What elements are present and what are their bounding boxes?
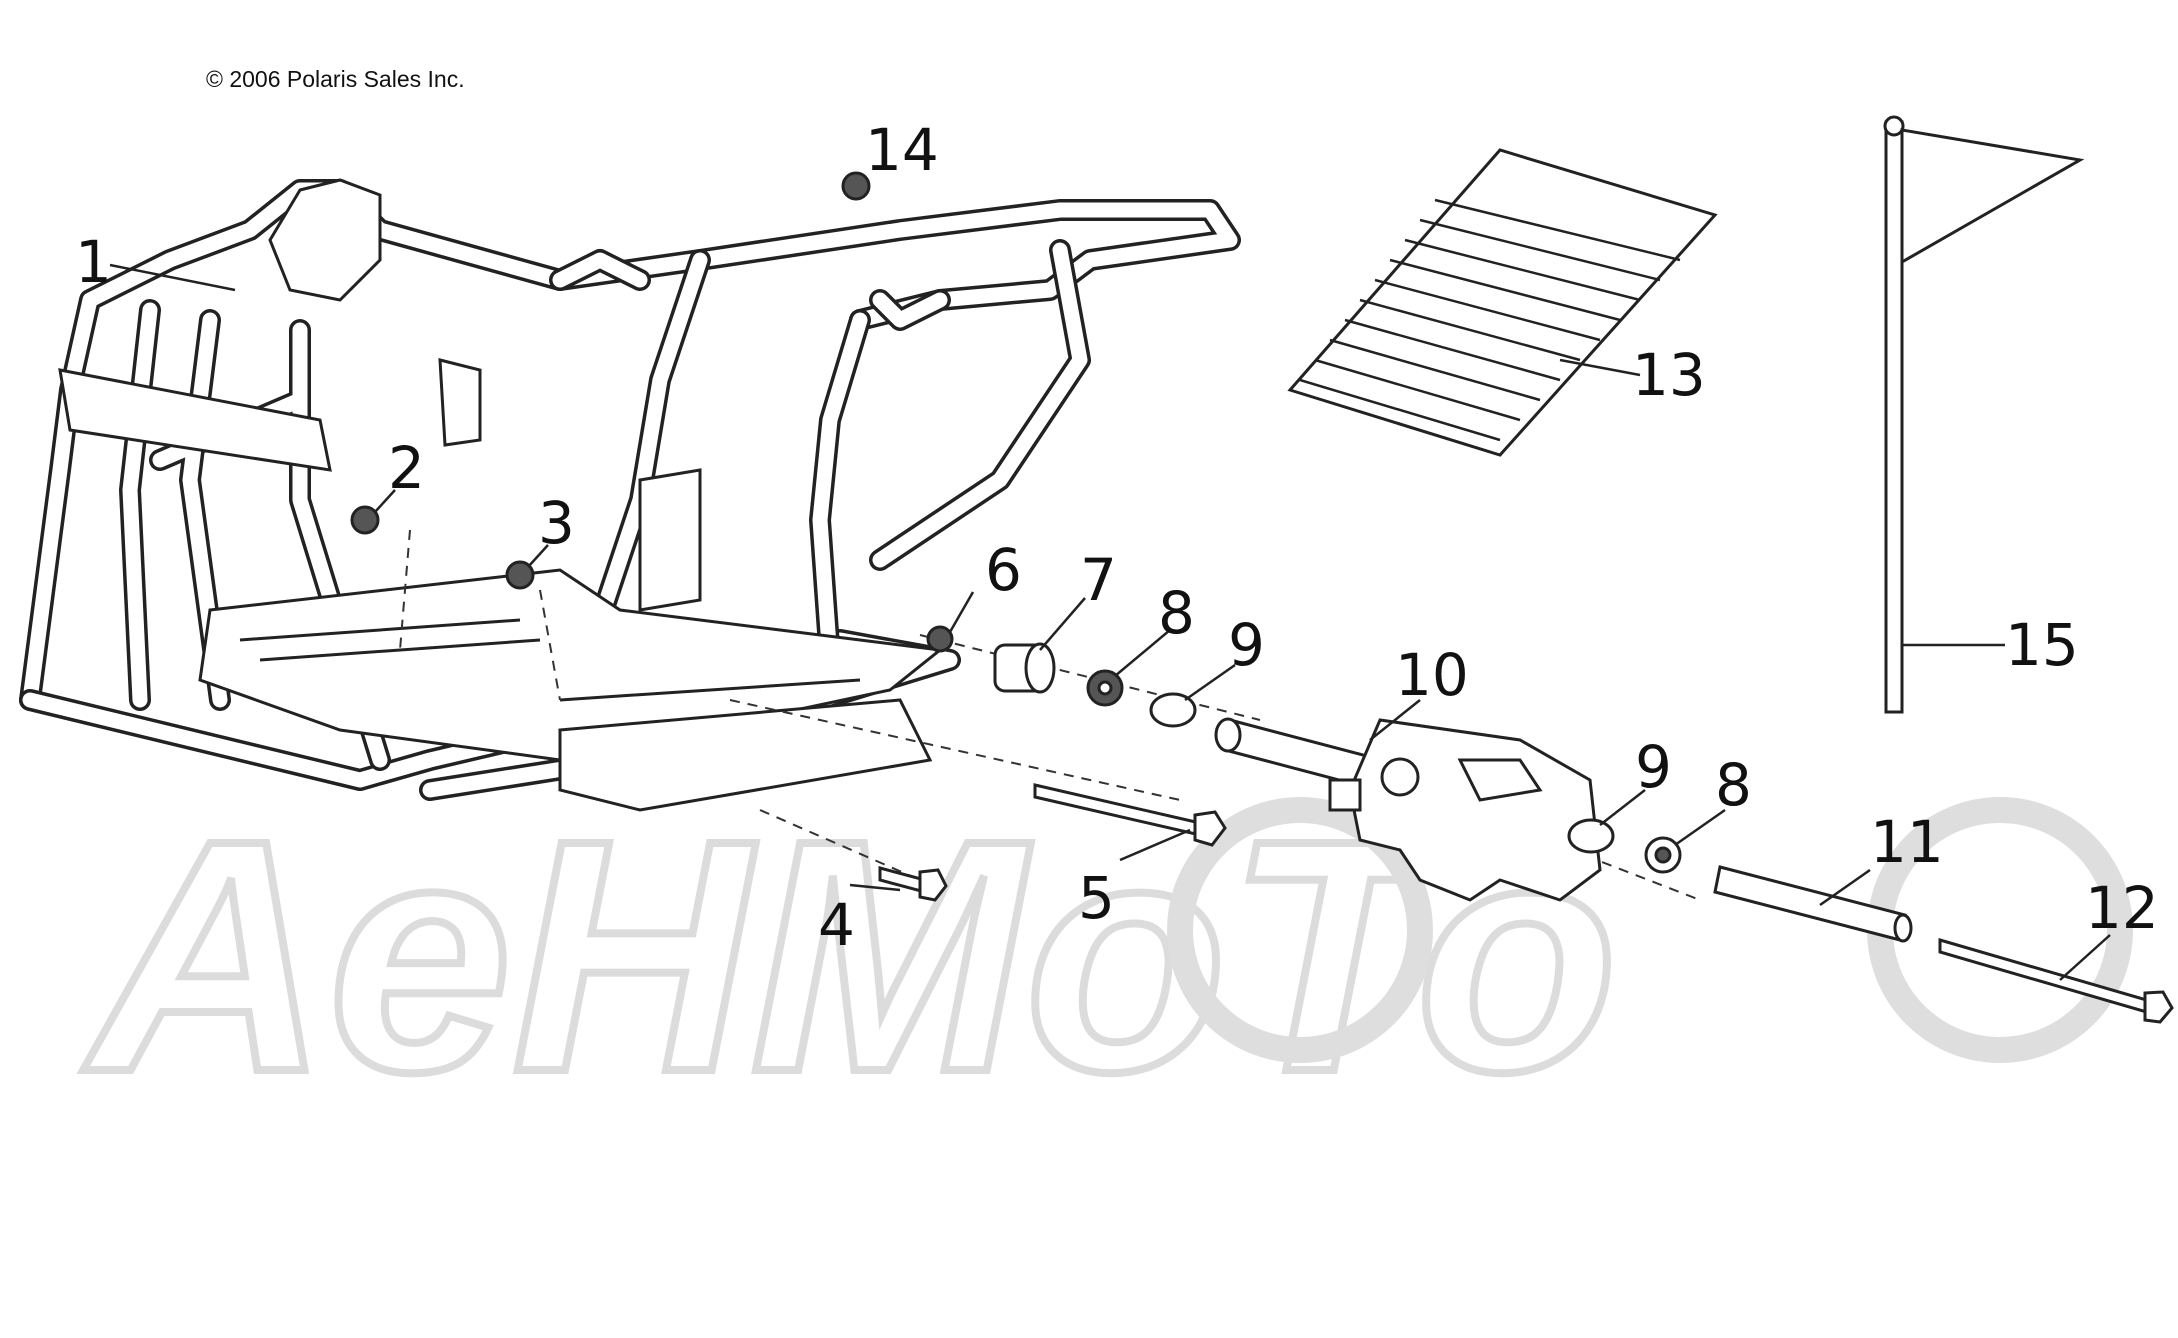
leader-5 bbox=[1119, 828, 1191, 862]
dash-line-5 bbox=[729, 699, 1181, 801]
leader-6 bbox=[948, 591, 975, 633]
frame-assembly bbox=[19, 178, 1241, 812]
leader-7 bbox=[1039, 597, 1086, 651]
callout-6: 6 bbox=[985, 536, 1022, 604]
leader-9a bbox=[1184, 663, 1236, 702]
nut-14 bbox=[841, 171, 871, 201]
dash-line-axis bbox=[919, 634, 1261, 721]
watermark-wheel-front bbox=[1167, 797, 1433, 1063]
callout-8a: 8 bbox=[1158, 579, 1195, 647]
leader-13 bbox=[1559, 358, 1641, 377]
dash-line-4 bbox=[759, 809, 921, 881]
leader-11 bbox=[1819, 868, 1871, 907]
leader-1 bbox=[109, 263, 236, 292]
callout-9b: 9 bbox=[1635, 733, 1672, 801]
swingarm-10 bbox=[1214, 717, 1602, 902]
callout-10: 10 bbox=[1395, 641, 1469, 709]
callout-labels: 1 2 3 4 5 6 7 8 9 10 9 8 11 12 13 14 15 bbox=[75, 116, 2159, 959]
callout-5: 5 bbox=[1078, 864, 1115, 932]
callout-13: 13 bbox=[1632, 341, 1706, 409]
flag-15 bbox=[1883, 115, 2085, 714]
dash-line-2 bbox=[399, 529, 411, 651]
leader-9b bbox=[1599, 789, 1646, 826]
straps-13 bbox=[1287, 148, 1718, 457]
callout-12: 12 bbox=[2085, 874, 2159, 942]
leader-2 bbox=[374, 489, 396, 513]
leader-8a bbox=[1114, 629, 1171, 677]
leader-lines bbox=[109, 263, 2111, 981]
nut-6 bbox=[926, 625, 954, 653]
alignment-lines bbox=[399, 529, 1701, 901]
bushing-7 bbox=[993, 642, 1056, 694]
bolt-12 bbox=[1938, 938, 2174, 1024]
bushing-9a bbox=[1149, 692, 1197, 728]
callout-2: 2 bbox=[388, 434, 425, 502]
callout-4: 4 bbox=[818, 891, 855, 959]
callout-7: 7 bbox=[1080, 546, 1117, 614]
leader-12 bbox=[2059, 934, 2111, 981]
callout-1: 1 bbox=[75, 228, 112, 296]
nut-2 bbox=[350, 505, 380, 535]
spacer-11 bbox=[1713, 865, 1913, 943]
nut-3 bbox=[505, 560, 535, 590]
bolt-4 bbox=[878, 866, 948, 902]
leader-8b bbox=[1674, 808, 1726, 847]
watermark: AeHMoTo bbox=[76, 767, 2133, 1144]
callout-15: 15 bbox=[2005, 611, 2079, 679]
copyright-text: © 2006 Polaris Sales Inc. bbox=[206, 66, 465, 92]
bolt-5 bbox=[1033, 783, 1227, 847]
bushing-9b bbox=[1567, 818, 1615, 854]
callout-8b: 8 bbox=[1715, 751, 1752, 819]
dash-line-3 bbox=[539, 589, 561, 701]
washer-8b-hole bbox=[1654, 846, 1672, 864]
leader-10 bbox=[1369, 699, 1421, 741]
callout-11: 11 bbox=[1870, 808, 1944, 876]
leader-4 bbox=[849, 883, 901, 892]
callout-3: 3 bbox=[538, 489, 575, 557]
callout-14: 14 bbox=[865, 116, 939, 184]
parts bbox=[350, 115, 2174, 1024]
leader-3 bbox=[527, 544, 549, 568]
washer-8a-hole bbox=[1097, 680, 1113, 696]
callout-9a: 9 bbox=[1228, 611, 1265, 679]
